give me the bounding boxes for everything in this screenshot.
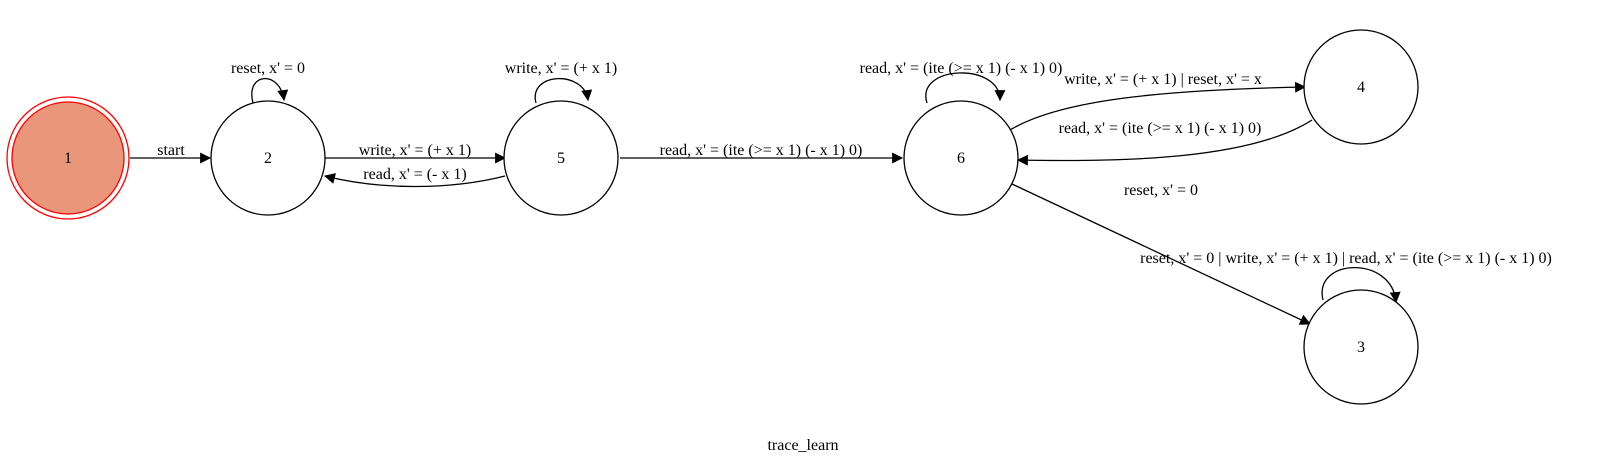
edge-5-to-2 xyxy=(323,173,506,188)
state-6[interactable]: 6 xyxy=(903,100,1019,216)
state-label: 6 xyxy=(957,150,965,167)
edge-label: read, x' = (ite (>= x 1) (- x 1) 0) xyxy=(660,142,863,159)
edge-label: read, x' = (ite (>= x 1) (- x 1) 0) xyxy=(1059,120,1262,137)
transition-labels: start reset, x' = 0 write, x' = (+ x 1) … xyxy=(157,60,1552,267)
state-label: 1 xyxy=(64,150,72,167)
diagram-caption: trace_learn xyxy=(767,437,838,454)
transitions xyxy=(130,72,1401,325)
edge-label: write, x' = (+ x 1) xyxy=(505,60,617,77)
state-1-initial[interactable]: 1 xyxy=(6,96,130,220)
state-label: 5 xyxy=(557,150,565,167)
edge-label: write, x' = (+ x 1) xyxy=(359,142,471,159)
state-3[interactable]: 3 xyxy=(1303,289,1419,405)
state-label: 3 xyxy=(1357,339,1365,356)
state-5[interactable]: 5 xyxy=(503,100,619,216)
edge-4-to-6 xyxy=(1016,119,1313,166)
state-4[interactable]: 4 xyxy=(1303,29,1419,145)
edge-label: reset, x' = 0 | write, x' = (+ x 1) | re… xyxy=(1140,250,1552,267)
edge-6-to-3 xyxy=(1011,183,1311,325)
edge-label: read, x' = (ite (>= x 1) (- x 1) 0) xyxy=(860,60,1063,77)
edge-6-self-loop xyxy=(925,72,1006,104)
state-label: 4 xyxy=(1357,79,1365,96)
state-2[interactable]: 2 xyxy=(210,100,326,216)
edge-2-self-loop xyxy=(251,77,289,104)
edge-6-to-4 xyxy=(1009,81,1307,131)
edge-label: start xyxy=(157,142,185,159)
edge-label: reset, x' = 0 xyxy=(1124,182,1198,199)
edge-5-self-loop xyxy=(534,77,593,104)
edge-3-self-loop xyxy=(1321,266,1401,304)
states: 1 2 5 6 4 3 xyxy=(6,29,1419,405)
state-label: 2 xyxy=(264,150,272,167)
edge-label: read, x' = (- x 1) xyxy=(363,166,466,183)
edge-label: reset, x' = 0 xyxy=(231,60,305,77)
edge-label: write, x' = (+ x 1) | reset, x' = x xyxy=(1064,71,1262,88)
